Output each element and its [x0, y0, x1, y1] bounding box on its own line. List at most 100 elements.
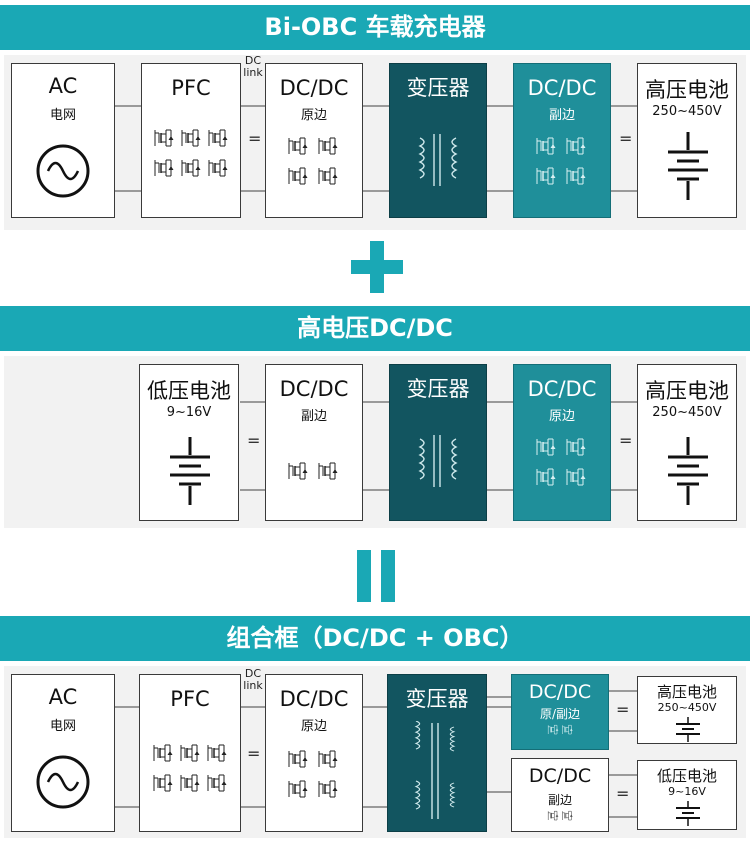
dcdc-sub-label: 原边: [300, 719, 327, 734]
dcdc-sub-label: 原/副边: [539, 707, 581, 721]
battery-icon: [676, 717, 700, 742]
mosfet-bridge-icon: [536, 438, 587, 486]
transformer-label: 变压器: [406, 76, 470, 100]
dcdc-dual-box: DC/DC 原/副边: [511, 674, 609, 750]
hv-battery-label: 高压电池: [656, 683, 717, 701]
section2-banner: 高电压DC/DC: [0, 306, 750, 351]
wire: [609, 690, 639, 692]
ac-source-icon: [36, 144, 90, 198]
wire: [609, 816, 639, 818]
ac-sub-label: 电网: [49, 719, 76, 734]
equals-icon: =: [247, 744, 261, 763]
ac-source-icon: [36, 755, 90, 809]
hv-battery-box: 高压电池 250~450V: [637, 364, 737, 521]
dcdc-secondary-box: DC/DC 副边: [511, 758, 609, 832]
pfc-box: PFC: [139, 674, 241, 832]
transformer-coil-icon: [415, 721, 455, 819]
dcdc-sub-label: 原边: [548, 409, 575, 424]
mosfet-bridge-icon: [288, 462, 339, 480]
transformer-label: 变压器: [406, 377, 470, 401]
section3-title: 组合框（DC/DC + OBC）: [226, 624, 524, 652]
dc-link-top: DC: [244, 667, 262, 680]
ac-grid-box: AC 电网: [11, 63, 115, 218]
ac-label: AC: [48, 74, 78, 98]
dc-link-label: DC link: [240, 55, 266, 79]
lv-battery-label: 低压电池: [147, 379, 231, 403]
hv-battery-voltage: 250~450V: [652, 104, 722, 119]
lv-battery-voltage: 9~16V: [668, 785, 706, 798]
battery-icon: [676, 801, 700, 826]
transformer-box: 变压器: [389, 364, 487, 521]
dcdc-label: DC/DC: [527, 76, 597, 100]
dc-link-top: DC: [244, 54, 262, 67]
mosfet-bridge-icon: [547, 724, 574, 735]
wire: [114, 806, 390, 808]
dc-link-bottom: link: [243, 66, 263, 79]
transformer-label: 变压器: [405, 687, 469, 711]
battery-icon: [668, 132, 708, 200]
equals-icon: =: [616, 700, 630, 719]
hv-battery-box: 高压电池 250~450V: [637, 63, 737, 218]
ac-sub-label: 电网: [49, 108, 76, 123]
section3-banner: 组合框（DC/DC + OBC）: [0, 616, 750, 661]
lv-battery-box: 低压电池 9~16V: [637, 760, 737, 830]
lv-battery-label: 低压电池: [656, 767, 717, 785]
pfc-label: PFC: [171, 76, 211, 100]
mosfet-bridge-icon: [288, 750, 339, 798]
dcdc-label: DC/DC: [528, 765, 592, 787]
wire: [609, 730, 639, 732]
pfc-box: PFC: [141, 63, 241, 218]
dcdc-label: DC/DC: [279, 76, 349, 100]
dcdc-sub-label: 副边: [300, 409, 327, 424]
mosfet-bridge-icon: [154, 129, 229, 177]
dcdc-sub-label: 原边: [300, 108, 327, 123]
section1-title: Bi-OBC 车载充电器: [264, 13, 486, 41]
dcdc-primary-box: DC/DC 原边: [513, 364, 611, 521]
equals-icon: =: [619, 431, 633, 450]
transformer-coil-icon: [419, 435, 457, 487]
mosfet-bridge-icon: [536, 137, 587, 185]
transformer-box: 变压器: [387, 674, 487, 832]
lv-battery-box: 低压电池 9~16V: [139, 364, 239, 521]
dcdc-primary-box: DC/DC 原边: [265, 674, 363, 832]
dcdc-label: DC/DC: [528, 681, 592, 703]
section1-panel: AC 电网 PFC DC link = DC/DC 原边 变压器: [4, 55, 746, 230]
equals-icon: =: [248, 129, 262, 148]
battery-icon: [170, 437, 210, 505]
equals-icon: =: [616, 784, 630, 803]
lv-battery-voltage: 9~16V: [166, 405, 212, 420]
wire: [486, 696, 514, 698]
dcdc-label: DC/DC: [279, 377, 349, 401]
section3-panel: AC 电网 PFC DC link = DC/DC 原边 变压器: [4, 666, 746, 838]
wire: [486, 791, 514, 793]
dc-link-bottom: link: [243, 679, 263, 692]
dcdc-sub-label: 副边: [547, 793, 572, 807]
section1-banner: Bi-OBC 车载充电器: [0, 5, 750, 50]
battery-icon: [668, 437, 708, 505]
mosfet-bridge-icon: [153, 744, 228, 792]
dcdc-primary-box: DC/DC 原边: [265, 63, 363, 218]
dcdc-secondary-box: DC/DC 副边: [265, 364, 363, 521]
transformer-box: 变压器: [389, 63, 487, 218]
ac-grid-box: AC 电网: [11, 674, 115, 832]
section2-title: 高电压DC/DC: [297, 314, 453, 342]
hv-battery-voltage: 250~450V: [657, 701, 717, 714]
wire: [609, 774, 639, 776]
dcdc-label: DC/DC: [279, 687, 349, 711]
equals-icon: =: [247, 431, 261, 450]
hv-battery-label: 高压电池: [645, 379, 729, 403]
hv-battery-voltage: 250~450V: [652, 405, 722, 420]
dc-link-label: DC link: [240, 668, 266, 692]
mosfet-bridge-icon: [288, 137, 339, 185]
ac-label: AC: [48, 685, 78, 709]
transformer-coil-icon: [419, 134, 457, 186]
section2-panel: 低压电池 9~16V = DC/DC 副边 变压器 DC/DC 原边: [4, 356, 746, 528]
dcdc-secondary-box: DC/DC 副边: [513, 63, 611, 218]
pfc-label: PFC: [170, 687, 210, 711]
mosfet-bridge-icon: [547, 810, 574, 821]
dcdc-label: DC/DC: [527, 377, 597, 401]
hv-battery-box: 高压电池 250~450V: [637, 676, 737, 744]
equals-icon: =: [619, 129, 633, 148]
dcdc-sub-label: 副边: [548, 108, 575, 123]
hv-battery-label: 高压电池: [645, 78, 729, 102]
